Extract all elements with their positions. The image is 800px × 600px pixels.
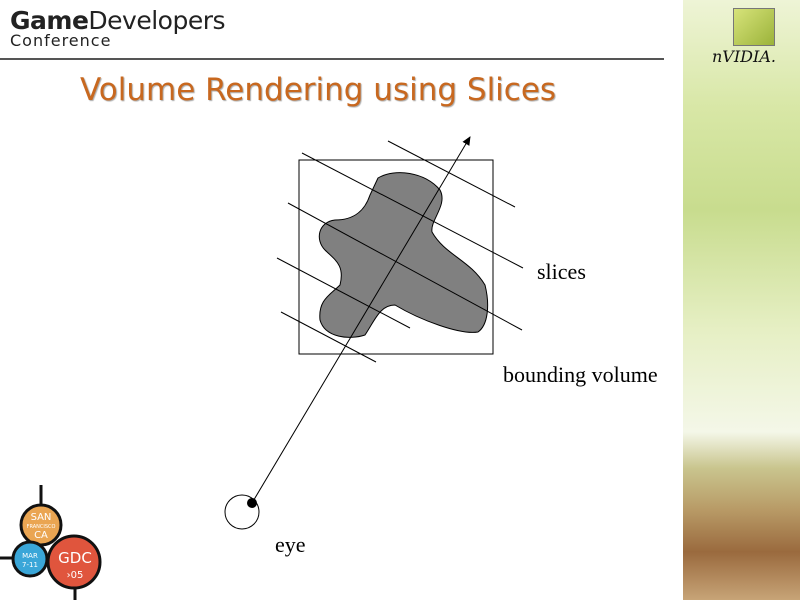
badge-year: ›05 [67, 570, 84, 581]
badge-event: GDC [58, 549, 92, 567]
header-divider [0, 58, 664, 60]
logo-developers: Developers [88, 6, 226, 35]
label-bounding-volume: bounding volume [503, 362, 658, 387]
gdc-logo: GameDevelopers Conference [10, 6, 226, 50]
slice-line [287, 202, 523, 331]
slice-line [301, 152, 524, 269]
volume-blob [318, 172, 489, 338]
landscape-banner [683, 0, 800, 600]
view-ray-arrow [251, 136, 471, 504]
slice-line [280, 311, 377, 363]
slice-lines [276, 140, 524, 363]
label-eye: eye [275, 532, 306, 557]
badge-state: CA [34, 530, 48, 541]
badge-month: MAR [22, 552, 38, 560]
badge-days: 7-11 [22, 561, 38, 569]
nvidia-eye-icon [733, 8, 775, 46]
eye-pupil [247, 498, 257, 508]
badge-sub: FRANCISCO [27, 524, 56, 530]
slice-line [276, 257, 411, 329]
slice-line [387, 140, 516, 208]
slide-title: Volume Rendering using Slices [80, 72, 557, 108]
label-slices: slices [537, 259, 586, 284]
logo-conference: Conference [10, 31, 112, 50]
bounding-volume-box [298, 159, 494, 355]
badge-city: SAN [31, 512, 52, 523]
logo-game: Game [10, 6, 89, 35]
nvidia-logo: nVIDIA. [712, 47, 776, 66]
gdc05-badge: SAN FRANCISCO CA MAR 7-11 GDC ›05 [0, 485, 102, 600]
